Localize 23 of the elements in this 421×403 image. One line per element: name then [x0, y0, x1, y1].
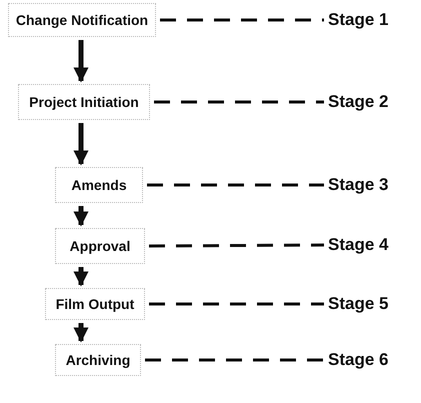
dashed-line — [149, 244, 324, 248]
dashed-line — [154, 100, 324, 104]
process-box: Film Output — [45, 288, 145, 320]
arrow — [74, 267, 88, 286]
stage-label: Stage 5 — [328, 290, 418, 318]
process-box: Amends — [55, 167, 143, 203]
arrow — [74, 40, 88, 82]
dashed-line — [149, 302, 324, 306]
arrow — [74, 123, 88, 166]
stage-label: Stage 3 — [328, 171, 418, 199]
process-box: Change Notification — [8, 3, 156, 37]
process-box: Archiving — [55, 344, 141, 376]
dashed-line — [147, 184, 324, 186]
dashed-line — [145, 358, 324, 362]
dashed-line — [160, 18, 324, 22]
stage-label: Stage 1 — [328, 6, 418, 34]
stage-label: Stage 6 — [328, 346, 418, 374]
stage-label: Stage 4 — [328, 231, 418, 259]
process-box: Approval — [55, 228, 145, 264]
arrow — [74, 323, 88, 342]
stage-label: Stage 2 — [328, 88, 418, 116]
arrow — [74, 206, 88, 226]
process-box: Project Initiation — [18, 84, 150, 120]
